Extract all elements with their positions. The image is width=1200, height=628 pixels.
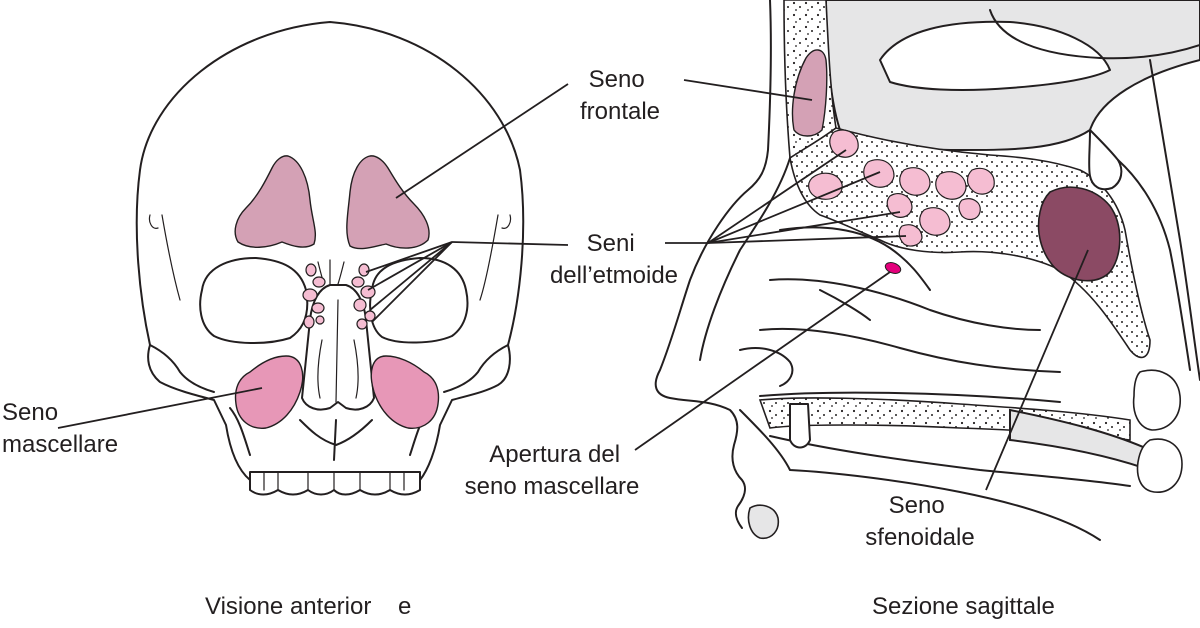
label-frontal-line1: Seno: [589, 66, 645, 93]
upper-incisor: [789, 403, 811, 449]
leader-ethmoid-a1: [365, 241, 453, 273]
zygoma-right: [443, 344, 509, 393]
skull-anterior-view: [135, 21, 525, 496]
sagittal-section: [654, 0, 1200, 541]
label-ethmoid-line2: dell’etmoide: [550, 262, 678, 289]
leader-lines: [57, 79, 1089, 491]
label-maxillary-line2: mascellare: [2, 431, 118, 458]
nasal-septum: [317, 299, 359, 403]
leader-opening: [634, 271, 891, 451]
brain-fold: [879, 20, 1111, 91]
ethmoid-cells-sagittal: [808, 129, 995, 247]
chin-bone: [747, 504, 780, 540]
maxilla-lines: [229, 407, 431, 461]
cranium-outline: [135, 21, 525, 481]
leader-ethmoid-a3: [369, 241, 453, 311]
leader-ethmoid-s3: [707, 211, 901, 244]
inferior-turbinate: [769, 278, 1041, 331]
caption-anterior-view: Visione anterior e: [205, 593, 411, 620]
label-opening-line2: seno mascellare: [465, 473, 640, 500]
label-sphenoid-line2: sfenoidale: [865, 524, 974, 551]
leader-ethmoid-a4: [371, 241, 453, 323]
sphenoid-sinus: [1037, 186, 1121, 282]
leader-frontal-anterior: [395, 83, 569, 199]
label-frontal-sinus: Seno frontale: [580, 66, 660, 125]
frontal-sinus-sagittal: [791, 49, 828, 137]
palate-lines: [759, 391, 1131, 487]
label-ethmoid-line1: Seni: [587, 230, 635, 257]
leader-ethmoid-s1: [707, 149, 847, 244]
nasal-bone-line: [699, 157, 791, 361]
vertebra-1: [1132, 369, 1181, 431]
mouth-lines: [739, 409, 1101, 541]
temporal-line-left: [148, 214, 181, 301]
maxillary-opening: [884, 262, 902, 274]
middle-turbinate: [779, 226, 931, 291]
frontal-sinus-left: [234, 155, 317, 248]
label-sphenoid-sinus: Seno sfenoidale: [865, 492, 974, 551]
label-maxillary-line1: Seno: [2, 399, 58, 426]
leader-ethmoid-anterior-hub: [451, 241, 569, 246]
label-maxillary-opening: Apertura del seno mascellare: [465, 441, 640, 500]
label-opening-line1: Apertura del: [489, 441, 620, 468]
clivus-line: [1117, 159, 1191, 371]
ethmoid-cells-left: [302, 263, 326, 329]
maxillary-sinus-right: [370, 355, 440, 429]
frontal-sinus-right: [346, 155, 430, 250]
turbinate-curve: [759, 289, 1061, 373]
vertebra-2: [1136, 438, 1183, 493]
upper-teeth: [249, 471, 421, 496]
leader-ethmoid-a2: [367, 241, 453, 291]
zygoma-left: [149, 344, 215, 393]
label-ethmoid-sinuses: Seni dell’etmoide: [550, 230, 678, 289]
leader-ethmoid-s2: [707, 171, 881, 244]
caption-sagittal-section: Sezione sagittale: [872, 593, 1055, 620]
leader-frontal-sagittal: [683, 79, 813, 101]
sella-turcica: [1088, 129, 1123, 191]
orbit-right: [369, 257, 469, 344]
leader-ethmoid-s4: [707, 235, 907, 244]
maxillary-sinus-left: [234, 355, 304, 429]
orbit-left: [199, 257, 309, 345]
leader-sphenoid: [985, 249, 1089, 491]
label-sphenoid-line1: Seno: [889, 492, 945, 519]
brain-inner-line: [989, 9, 1200, 60]
temporal-line-right: [479, 214, 512, 301]
label-maxillary-sinus: Seno mascellare: [2, 399, 118, 458]
leader-maxillary: [57, 387, 263, 429]
face-profile: [654, 0, 772, 529]
nostril-curve: [739, 347, 794, 387]
posterior-wall: [1149, 59, 1200, 381]
label-frontal-line2: frontale: [580, 98, 660, 125]
